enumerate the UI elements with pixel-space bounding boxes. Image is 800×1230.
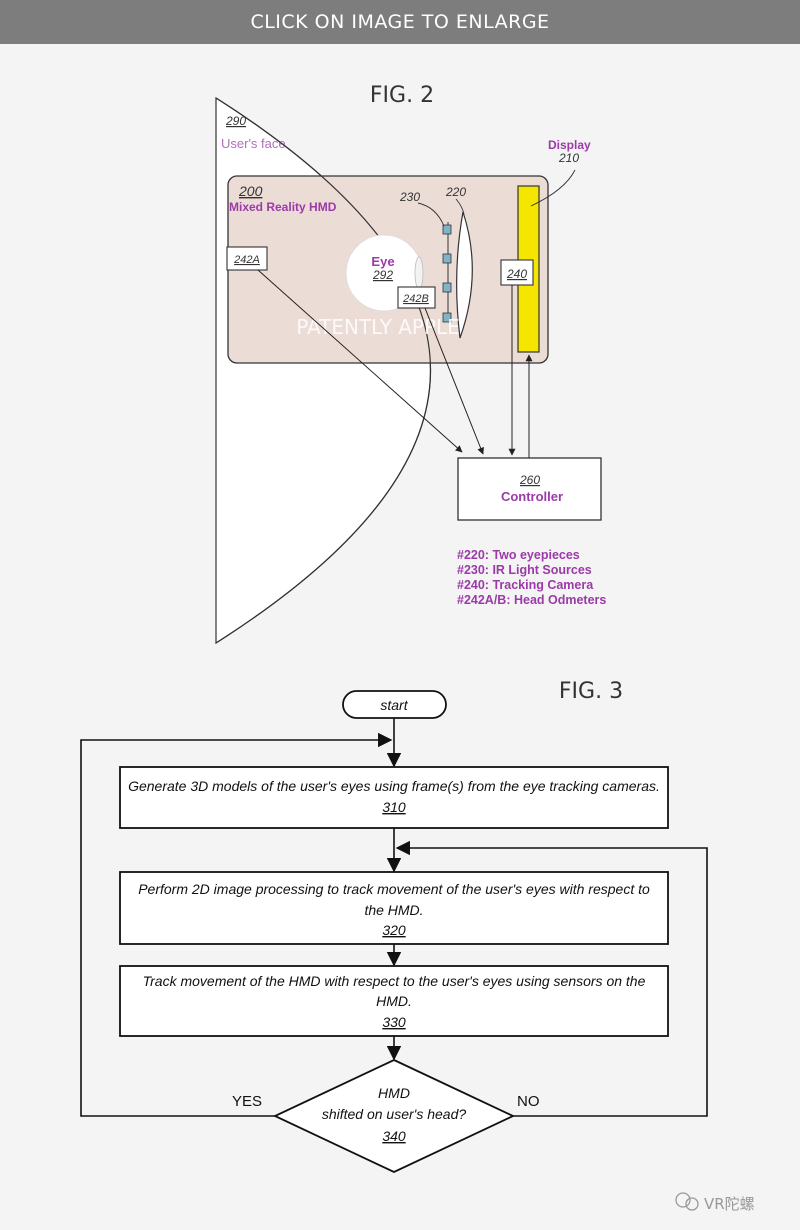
hmd-label: Mixed Reality HMD xyxy=(229,200,337,214)
controller-label: Controller xyxy=(501,489,563,504)
leader-210 xyxy=(530,169,576,207)
no-label: NO xyxy=(517,1093,540,1110)
wechat-icon-bubble xyxy=(685,1197,699,1211)
vr-watermark: VR陀螺 xyxy=(675,1192,755,1213)
step-320-ref: 320 xyxy=(382,922,406,938)
fig3-title: FIG. 3 xyxy=(559,679,623,704)
no-loop-arrow xyxy=(395,840,708,1117)
odometer-b-ref: 242B xyxy=(402,293,429,305)
ir-light-source xyxy=(442,253,452,264)
legend-item: #240: Tracking Camera xyxy=(457,578,594,592)
decision-ref: 340 xyxy=(382,1128,406,1144)
ir-light-source xyxy=(442,224,452,235)
fig2-title: FIG. 2 xyxy=(370,83,434,108)
eyepiece-lens xyxy=(456,211,473,339)
wechat-icon xyxy=(675,1192,691,1208)
face-label: User's face xyxy=(221,136,286,151)
patent-figures: FIG. 2 290 User's face 200 Mixed Reality… xyxy=(80,83,755,1213)
odometer-a-box xyxy=(226,246,268,271)
camera-ref: 240 xyxy=(506,267,527,281)
arrow-odometer-a xyxy=(257,269,463,453)
decision-text-line2: shifted on user's head? xyxy=(322,1106,467,1122)
arrow-odometer-b xyxy=(424,307,484,455)
step-310-ref: 310 xyxy=(382,799,406,815)
tracking-camera-box xyxy=(500,259,534,286)
enlarge-banner[interactable]: CLICK ON IMAGE TO ENLARGE xyxy=(0,0,800,44)
display-ref: 210 xyxy=(558,151,579,165)
eye-cornea xyxy=(414,256,424,290)
decision-text-line1: HMD xyxy=(378,1085,410,1101)
yes-label: YES xyxy=(232,1093,262,1110)
ir-light-source xyxy=(442,312,452,323)
step-320-text-line1: Perform 2D image processing to track mov… xyxy=(138,881,650,897)
ir-light-source xyxy=(442,282,452,293)
face-ref: 290 xyxy=(225,114,246,128)
step-310-text: Generate 3D models of the user's eyes us… xyxy=(128,778,660,794)
face-edge xyxy=(215,97,432,644)
ref-230: 230 xyxy=(399,190,420,204)
fig2-legend: #220: Two eyepieces #230: IR Light Sourc… xyxy=(457,548,606,607)
eye-label: Eye xyxy=(371,254,394,269)
controller-ref: 260 xyxy=(519,473,540,487)
hmd-ref: 200 xyxy=(238,183,263,199)
odometer-a-ref: 242A xyxy=(233,254,260,266)
step-330-ref: 330 xyxy=(382,1014,406,1030)
legend-item: #220: Two eyepieces xyxy=(457,548,580,562)
step-310-box xyxy=(119,766,669,829)
ref-220: 220 xyxy=(445,185,466,199)
eye-ref: 292 xyxy=(372,268,393,282)
odometer-b-box xyxy=(397,286,436,309)
start-label: start xyxy=(380,697,408,713)
leader-230 xyxy=(417,202,445,227)
step-330-box xyxy=(119,965,669,1037)
vr-watermark-text: VR陀螺 xyxy=(704,1195,755,1213)
step-330-text-line2: HMD. xyxy=(376,993,412,1009)
decision-340 xyxy=(272,1059,516,1173)
step-330-text-line1: Track movement of the HMD with respect t… xyxy=(143,973,646,989)
legend-item: #230: IR Light Sources xyxy=(457,563,592,577)
patently-apple-watermark: PATENTLY APPLE xyxy=(296,315,460,339)
step-320-text-line2: the HMD. xyxy=(364,902,423,918)
legend-item: #242A/B: Head Odmeters xyxy=(457,593,606,607)
leader-220 xyxy=(455,198,465,215)
step-320-box xyxy=(119,871,669,945)
yes-loop-arrow xyxy=(80,732,393,1117)
display-label: Display xyxy=(548,138,591,152)
